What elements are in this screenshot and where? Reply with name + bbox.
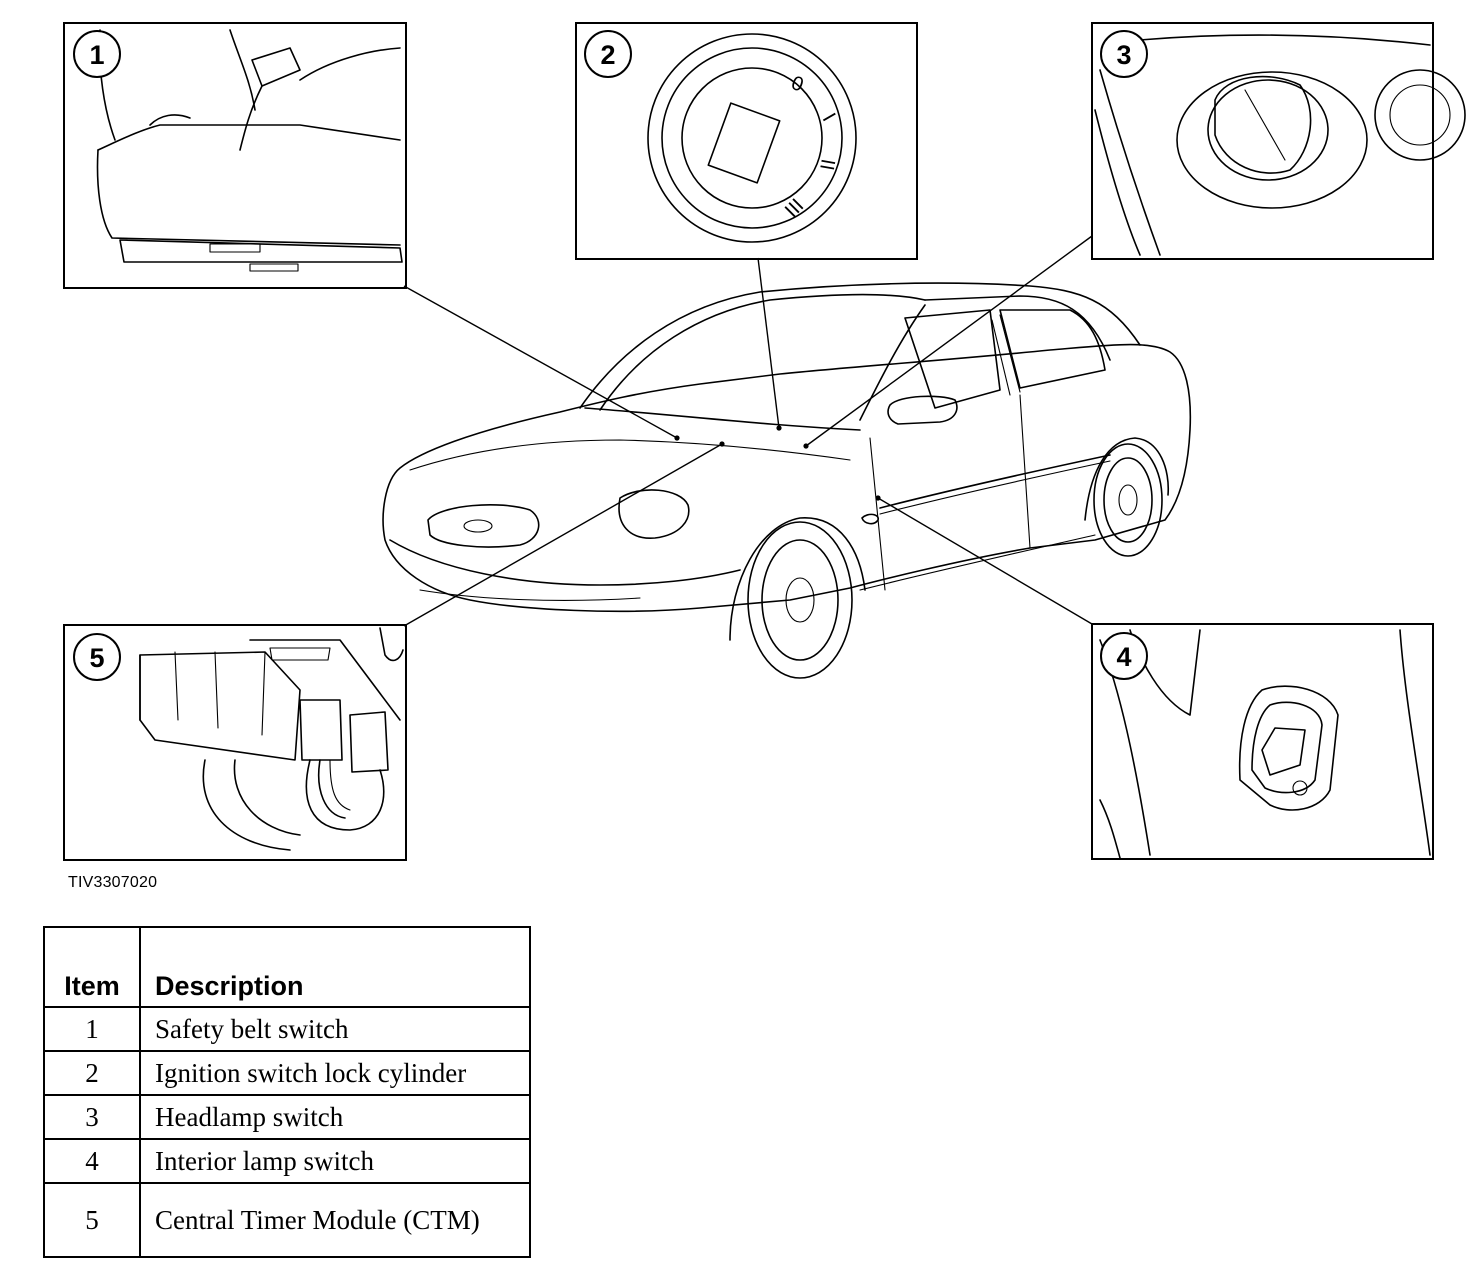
table-row: 1 Safety belt switch <box>43 1006 531 1052</box>
inset-5-central-timer-module: 5 <box>63 624 407 861</box>
inset-1-safety-belt-switch: 1 <box>63 22 407 289</box>
item-number: 3 <box>43 1094 141 1140</box>
item-number: 2 <box>43 1050 141 1096</box>
item-description: Safety belt switch <box>139 1006 531 1052</box>
legend-table: Item Description 1 Safety belt switch 2 … <box>43 926 531 1258</box>
inset-4-interior-lamp-switch: 4 <box>1091 623 1434 860</box>
dial-mark-2: II <box>815 157 839 172</box>
item-description: Central Timer Module (CTM) <box>139 1182 531 1258</box>
inset-2-ignition-lock-cylinder: 0 I II III 2 <box>575 22 918 260</box>
item-description: Interior lamp switch <box>139 1138 531 1184</box>
diagram-artwork: 1 0 I II III 2 3 <box>63 22 1466 861</box>
legend-header-row: Item Description <box>43 926 531 1008</box>
car-illustration <box>382 282 1192 679</box>
callout-3: 3 <box>1116 40 1131 70</box>
item-number: 5 <box>43 1182 141 1258</box>
item-description: Ignition switch lock cylinder <box>139 1050 531 1096</box>
table-row: 3 Headlamp switch <box>43 1094 531 1140</box>
callout-2: 2 <box>600 40 615 70</box>
table-row: 2 Ignition switch lock cylinder <box>43 1050 531 1096</box>
table-row: 5 Central Timer Module (CTM) <box>43 1182 531 1258</box>
figure-code: TIV3307020 <box>68 874 158 891</box>
callout-4: 4 <box>1116 642 1131 672</box>
header-item: Item <box>43 926 141 1008</box>
table-row: 4 Interior lamp switch <box>43 1138 531 1184</box>
leader-lines <box>403 235 1093 627</box>
item-description: Headlamp switch <box>139 1094 531 1140</box>
header-description: Description <box>139 926 531 1008</box>
callout-5: 5 <box>89 643 104 673</box>
item-number: 1 <box>43 1006 141 1052</box>
callout-1: 1 <box>89 40 104 70</box>
item-number: 4 <box>43 1138 141 1184</box>
inset-3-headlamp-switch: 3 <box>1091 22 1466 260</box>
